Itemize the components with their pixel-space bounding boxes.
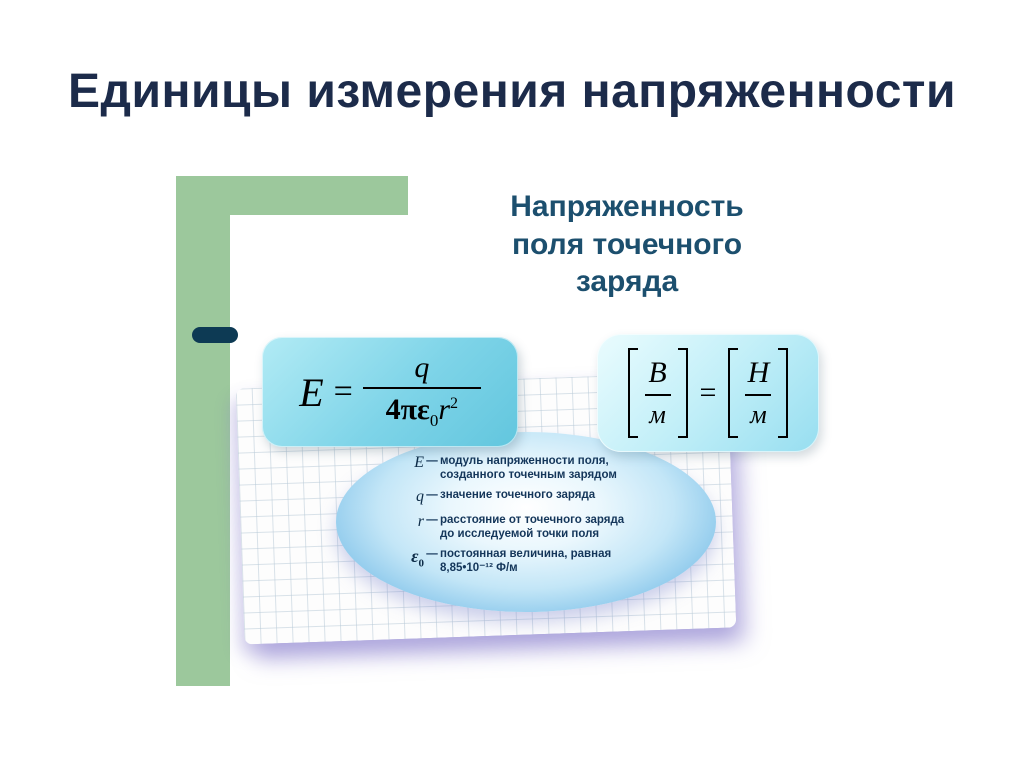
fraction-denominator: 4πε0r2: [386, 391, 458, 431]
definition-row-E: E — модуль напряженности поля, созданног…: [398, 454, 688, 483]
right-bracket-icon: [778, 348, 789, 438]
den-epsilon: ε: [417, 393, 430, 427]
bracketed-unit-left: В м: [627, 348, 688, 438]
definition-text-q: значение точечного заряда: [440, 488, 596, 501]
den-exponent: 2: [450, 395, 459, 413]
heading-line-2: поля точечного: [511, 227, 743, 261]
den-pi: π: [400, 393, 418, 427]
bracketed-unit-right: Н м: [728, 348, 789, 438]
fraction-bar: [644, 394, 671, 396]
definition-text-E: модуль напряженности поля, созданного то…: [440, 455, 617, 482]
symbol-text: E: [414, 454, 424, 471]
equals-sign: =: [333, 373, 353, 410]
formula-box-point-charge: E = q 4πε0r2: [262, 337, 518, 447]
unit-fraction: Н м: [738, 348, 778, 438]
unit-denominator: м: [750, 400, 767, 429]
unit-denominator: м: [649, 400, 666, 429]
definition-dash: —: [426, 455, 438, 467]
unit-numerator: В: [648, 356, 667, 389]
unit-numerator: Н: [747, 356, 770, 389]
den-variable-r: r: [438, 393, 451, 427]
definition-dash: —: [426, 547, 438, 560]
unit-fraction: В м: [638, 348, 678, 438]
fraction-numerator: q: [414, 350, 430, 384]
definition-text-r: расстояние от точечного заряда до исслед…: [440, 514, 625, 541]
formula-fraction: q 4πε0r2: [362, 350, 481, 431]
green-corner-bar-vertical: [176, 176, 230, 686]
symbol-text: r: [417, 513, 424, 531]
formula-lhs: E: [299, 369, 324, 415]
fraction-bar: [745, 394, 772, 396]
definition-dash: —: [426, 488, 438, 501]
formula-box-units: В м = Н м: [597, 334, 819, 452]
left-bracket-icon: [627, 348, 638, 438]
left-bracket-icon: [728, 348, 739, 438]
definition-symbol-E: E: [398, 454, 424, 474]
definition-row-q: q — значение точечного заряда: [398, 488, 688, 508]
section-heading: Напряженность поля точечного заряда: [447, 188, 807, 301]
definitions-ellipse: E — модуль напряженности поля, созданног…: [336, 432, 716, 612]
symbol-text: ε: [411, 545, 419, 566]
definition-text-epsilon0: постоянная величина, равная 8,85•10⁻¹² Ф…: [440, 547, 612, 575]
heading-line-1: Напряженность: [510, 190, 744, 223]
den-epsilon-sub: 0: [429, 411, 439, 431]
accent-pill: [192, 327, 238, 343]
right-bracket-icon: [677, 348, 688, 438]
equals-sign: =: [699, 376, 717, 409]
definitions-list: E — модуль напряженности поля, созданног…: [398, 454, 688, 581]
symbol-text: q: [416, 487, 424, 505]
definition-row-epsilon0: ε0 — постоянная величина, равная 8,85•10…: [398, 545, 688, 576]
definition-symbol-epsilon0: ε0: [398, 545, 425, 570]
definition-dash: —: [426, 514, 438, 527]
symbol-sub: 0: [418, 557, 425, 570]
fraction-bar: [362, 386, 481, 390]
heading-line-3: заряда: [575, 265, 679, 298]
slide-title: Единицы измерения напряженности: [68, 65, 956, 118]
definition-symbol-q: q: [398, 488, 424, 508]
definition-symbol-r: r: [398, 513, 424, 533]
den-coefficient: 4: [385, 393, 401, 427]
definition-row-r: r — расстояние от точечного заряда до ис…: [398, 513, 688, 542]
